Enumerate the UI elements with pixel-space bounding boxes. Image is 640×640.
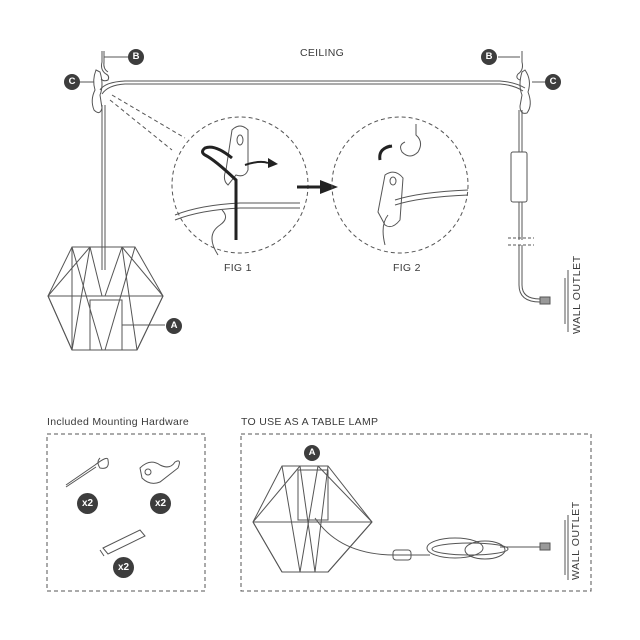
- outlet-cord: [508, 110, 569, 332]
- table-lamp-box: [240, 433, 592, 592]
- fig2-circle: [331, 116, 469, 254]
- fig1-motion-arrow: [244, 160, 269, 166]
- screw-hook-drawing: [65, 457, 109, 488]
- wall-outlet-label-bottom: WALL OUTLET: [570, 501, 582, 580]
- wall-outlet-label-top: WALL OUTLET: [571, 255, 583, 334]
- s-clip-quantity-badge: x2: [150, 493, 171, 514]
- fig2-rotate-arrow: [378, 144, 393, 161]
- fig1-label: FIG 1: [224, 262, 252, 274]
- callout-b-left: B: [128, 49, 144, 65]
- s-clip-drawing: [139, 460, 180, 484]
- callout-c-left: C: [64, 74, 80, 90]
- fig1-clip-drawing: [174, 125, 300, 256]
- fig2-drawing: [377, 124, 469, 246]
- callout-a-table: A: [304, 445, 320, 461]
- pendant-cage-lamp: [47, 246, 165, 351]
- left-ceiling-clip: [80, 69, 103, 114]
- fig1-circle: [171, 116, 309, 254]
- step-arrow-head: [320, 180, 338, 194]
- fig1-arrowhead: [268, 158, 278, 168]
- ceiling-label: CEILING: [300, 47, 345, 59]
- wall-anchor-drawing: [99, 529, 146, 557]
- callout-b-right: B: [481, 49, 497, 65]
- right-ceiling-clip: [519, 69, 548, 114]
- hardware-box: [46, 433, 206, 592]
- ceiling-cord: [99, 80, 526, 95]
- anchor-quantity-badge: x2: [113, 557, 134, 578]
- callout-a-pendant: A: [166, 318, 182, 334]
- table-cage-lamp: [252, 465, 373, 573]
- fig1-cord-path: [201, 145, 238, 240]
- callout-c-right: C: [545, 74, 561, 90]
- hardware-title: Included Mounting Hardware: [47, 416, 190, 428]
- zoom-lines: [109, 94, 186, 151]
- left-ceiling-hook: [100, 51, 128, 82]
- right-ceiling-hook: [498, 51, 523, 81]
- fig2-label: FIG 2: [393, 262, 421, 274]
- table-lamp-cord: [314, 515, 569, 580]
- pendant-cord: [101, 105, 106, 270]
- hook-quantity-badge: x2: [77, 493, 98, 514]
- table-lamp-title: TO USE AS A TABLE LAMP: [241, 416, 379, 428]
